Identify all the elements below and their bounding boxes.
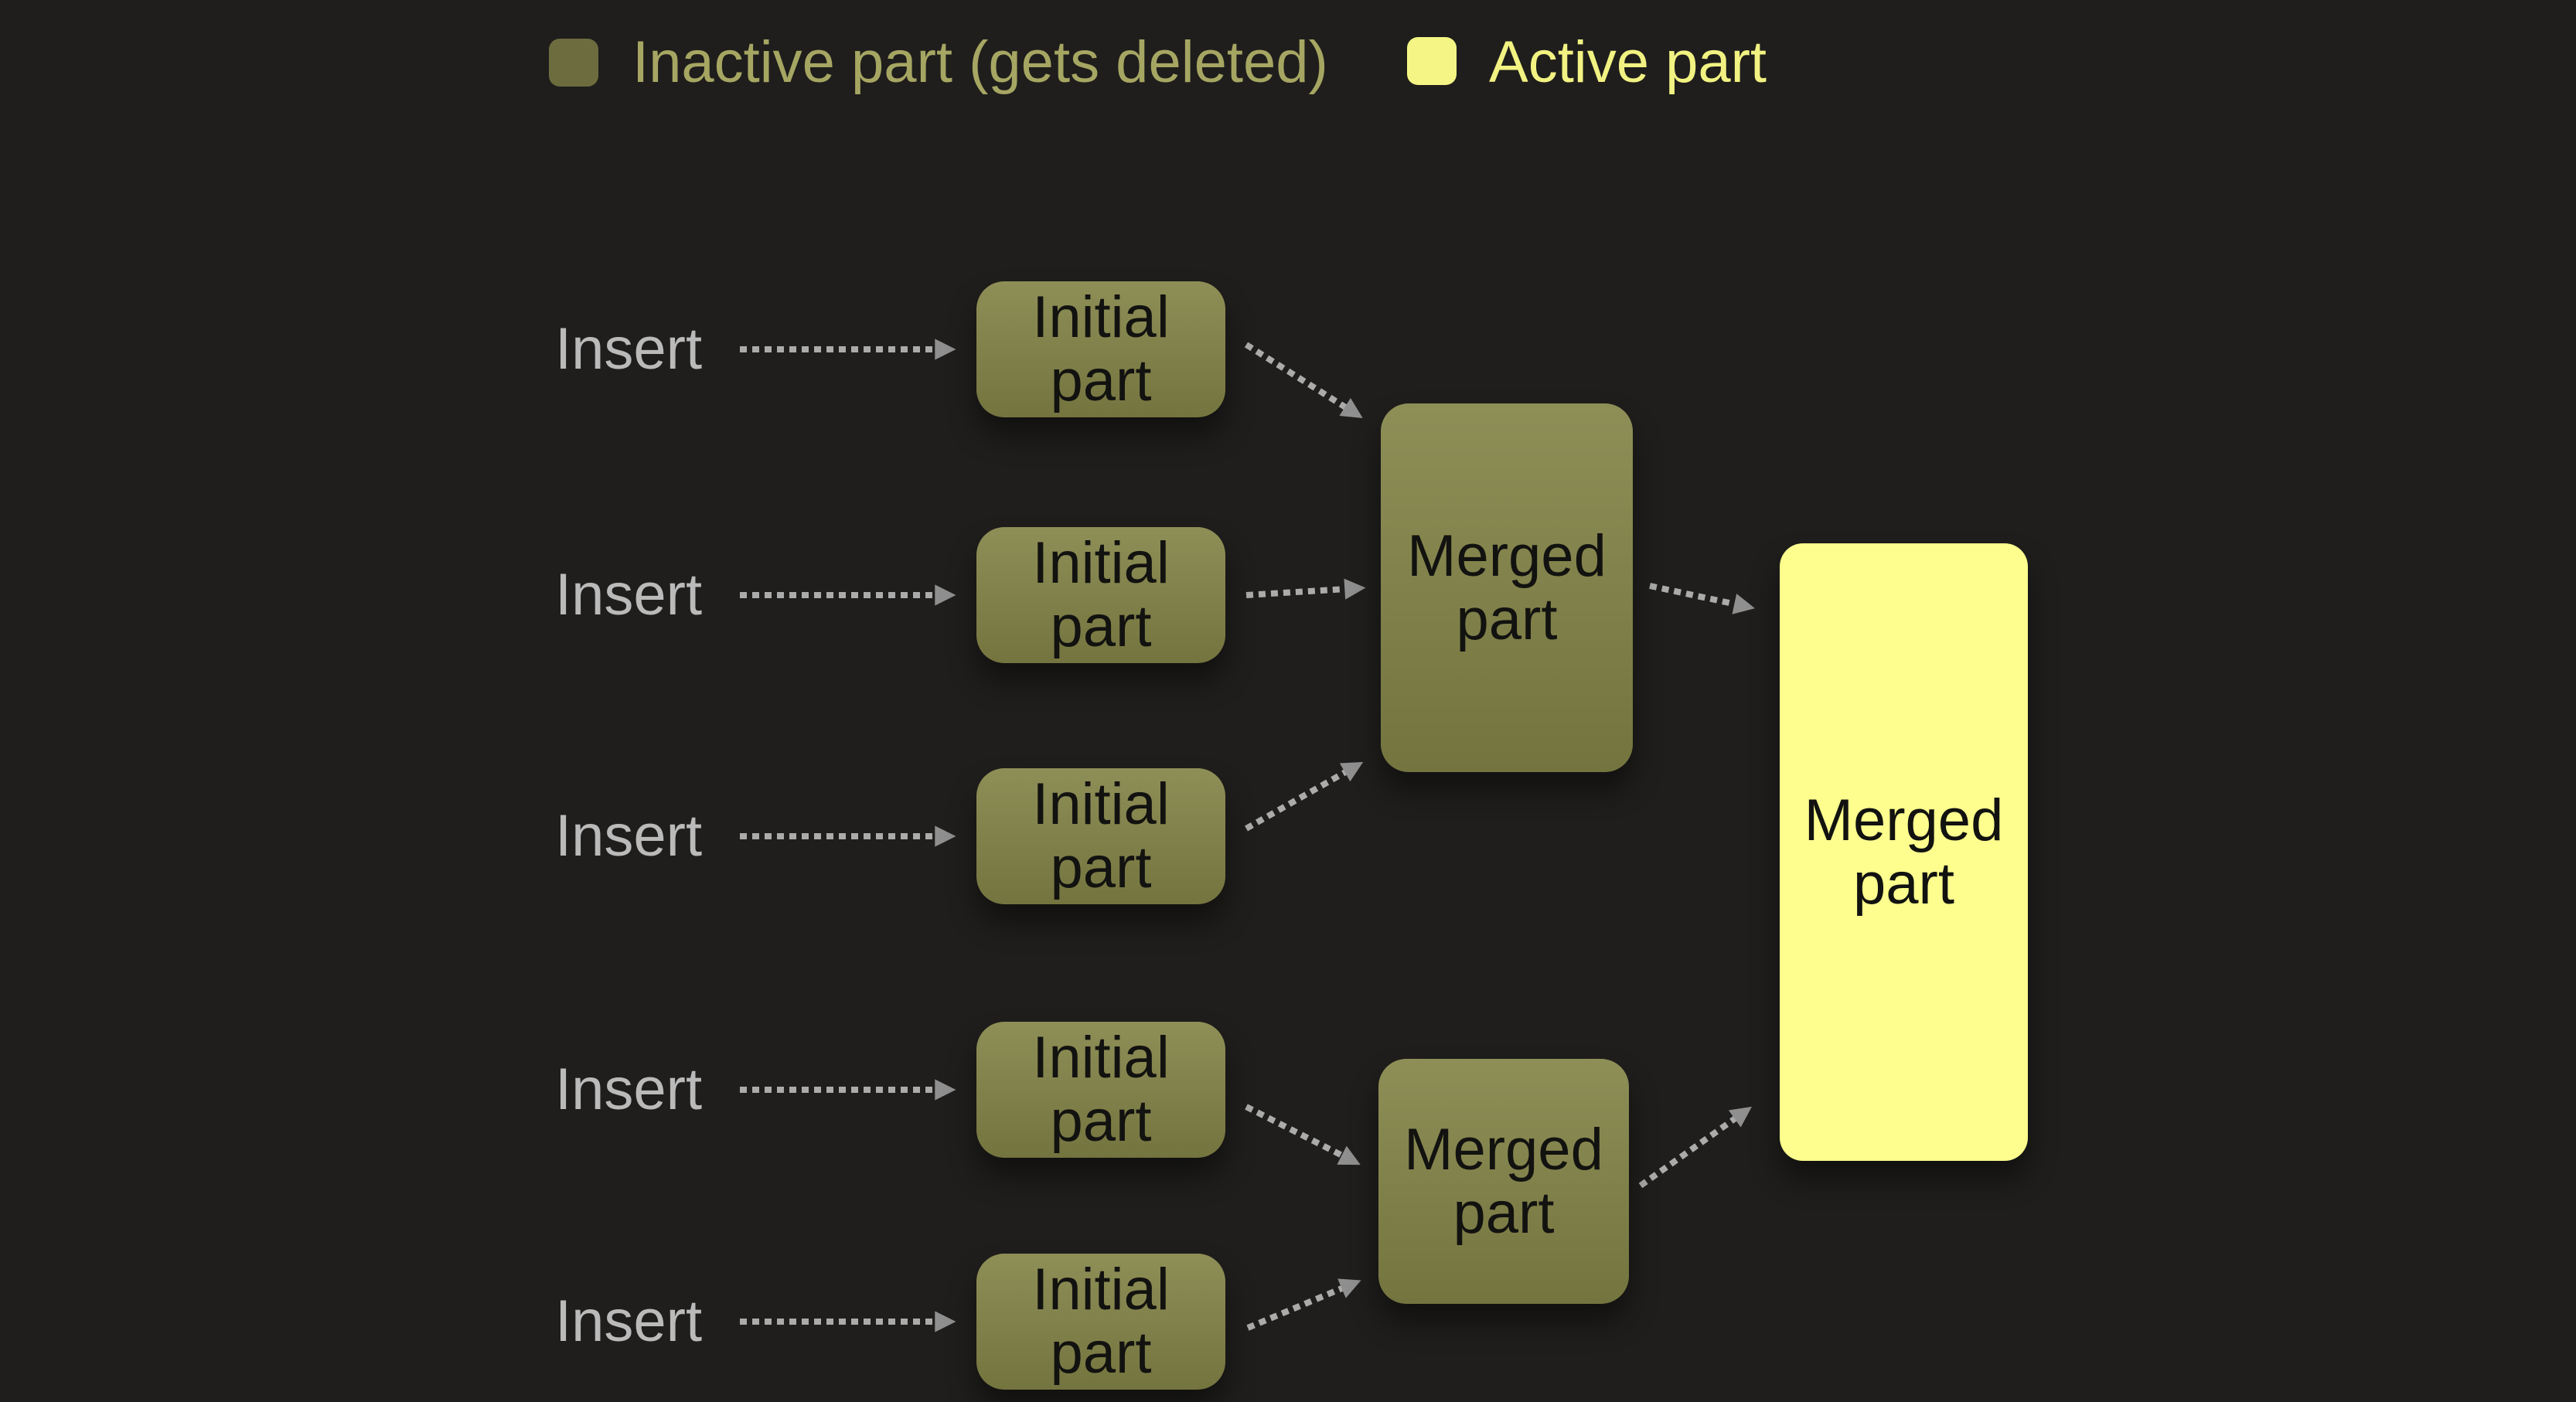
insert-label-3: Insert (555, 803, 703, 869)
arrow-initial1-merged1 (1244, 342, 1363, 419)
legend-inactive-swatch (549, 39, 598, 87)
legend-inactive-label: Inactive part (gets deleted) (632, 29, 1328, 95)
insert-label-2: Insert (555, 562, 703, 628)
final-merged-part: Merged part (1780, 543, 2028, 1161)
arrow-merged2-final (1638, 1106, 1752, 1189)
initial-part-2: Initial part (976, 527, 1225, 663)
merged-part-1: Merged part (1381, 403, 1633, 772)
arrow-initial3-merged1 (1245, 761, 1364, 832)
insert-label-5: Insert (555, 1288, 703, 1354)
arrow-merged1-final (1649, 583, 1755, 614)
arrow-initial2-merged1 (1245, 578, 1366, 600)
initial-part-1: Initial part (976, 281, 1225, 417)
initial-part-3: Initial part (976, 768, 1225, 904)
arrow-initial5-merged2 (1246, 1278, 1361, 1331)
arrow-initial4-merged2 (1245, 1104, 1361, 1165)
legend-active-label: Active part (1489, 29, 1767, 95)
insert-label-4: Insert (555, 1057, 703, 1122)
initial-part-5: Initial part (976, 1254, 1225, 1390)
merged-part-2: Merged part (1378, 1059, 1629, 1304)
insert-label-1: Insert (555, 316, 703, 382)
legend-active-swatch (1407, 37, 1457, 85)
initial-part-4: Initial part (976, 1022, 1225, 1158)
